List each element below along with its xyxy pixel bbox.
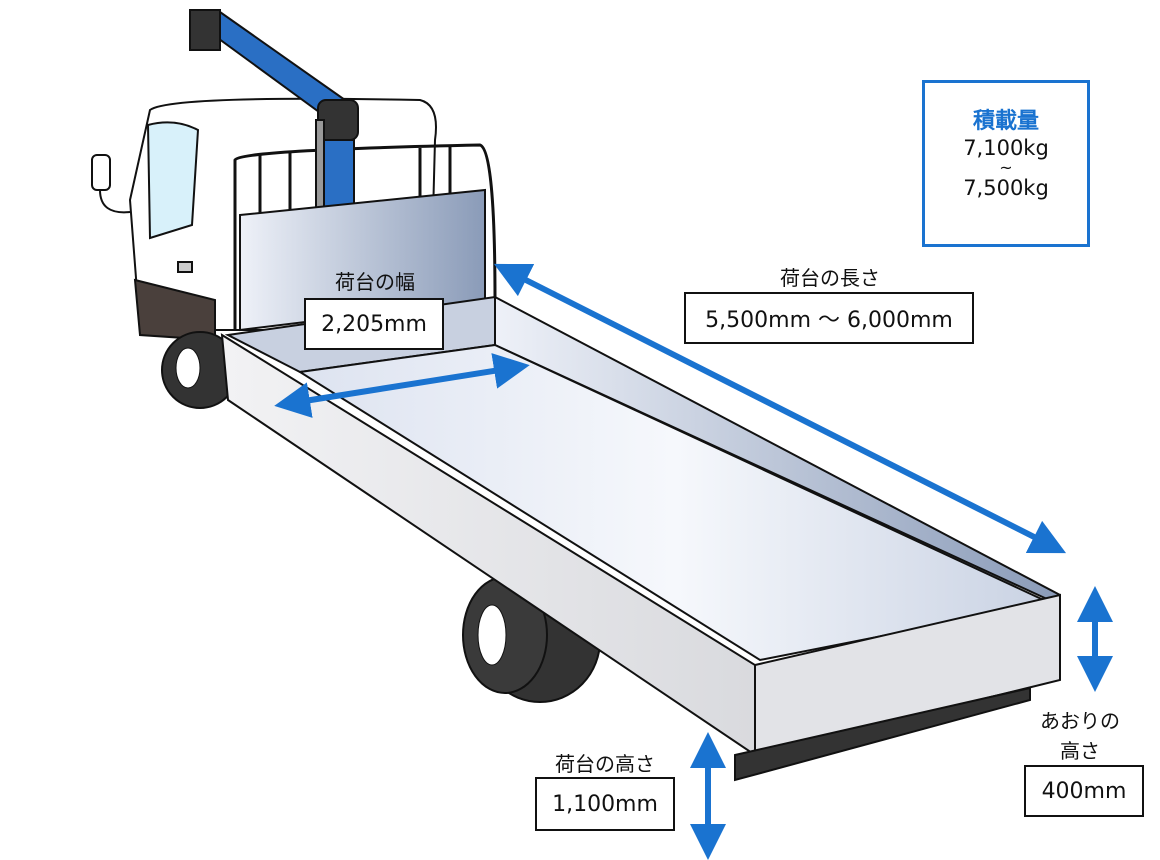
crane-boom: [189, 9, 359, 211]
bed-height-label: 荷台の高さ: [555, 752, 655, 776]
gate-height-label-line2: 高さ: [1060, 739, 1100, 763]
bed-width-label: 荷台の幅: [335, 270, 415, 294]
capacity-title: 積載量: [972, 109, 1039, 134]
bed-height-value: 1,100mm: [535, 777, 675, 831]
dimension-arrows: [274, 263, 1113, 860]
bed-length-value: 5,500mm ～ 6,000mm: [684, 292, 974, 344]
gate-height-label-line1: あおりの: [1040, 709, 1120, 733]
capacity-box: 積載量 7,100kg ~ 7,500kg: [922, 80, 1090, 247]
bed-length-label: 荷台の長さ: [780, 266, 880, 290]
capacity-min: 7,100kg: [963, 136, 1049, 160]
capacity-separator: ~: [999, 158, 1013, 177]
cargo-bed: [220, 295, 1061, 782]
bed-width-value: 2,205mm: [304, 298, 444, 350]
length-arrow: [493, 263, 1067, 554]
capacity-max: 7,500kg: [963, 176, 1049, 200]
gate-height-value: 400mm: [1024, 765, 1144, 817]
front-wheel: [161, 331, 239, 409]
width-arrow: [274, 353, 530, 418]
